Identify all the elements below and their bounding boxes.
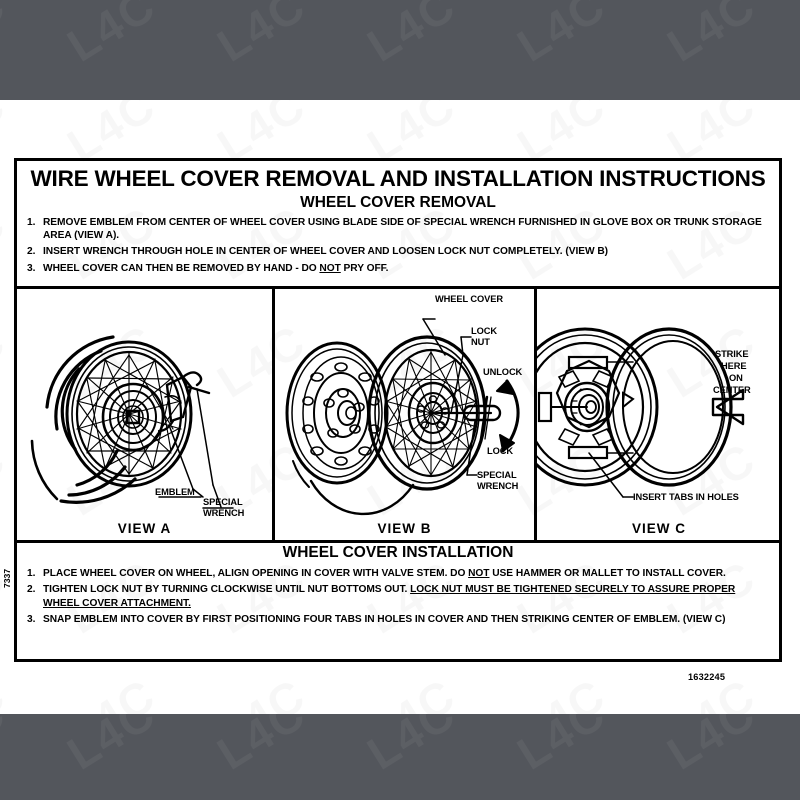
document-page: WIRE WHEEL COVER REMOVAL AND INSTALLATIO… [0, 100, 800, 714]
watermark-text: L4C [0, 100, 15, 173]
watermark-text: L4C [0, 431, 15, 526]
removal-step-number: 3. [27, 262, 36, 274]
installation-step-emphasis: NOT [468, 568, 490, 579]
view-a-panel: EMBLEM SPECIAL WRENCH VIEW A [17, 289, 275, 540]
installation-step-item: 2.TIGHTEN LOCK NUT BY TURNING CLOCKWISE … [27, 584, 736, 609]
view-c-strike-line2: HERE [721, 361, 747, 371]
side-code: 7337 [2, 568, 12, 588]
installation-step-number: 1. [27, 568, 36, 579]
watermark-text: L4C [208, 667, 315, 714]
watermark-text: L4C [358, 0, 465, 72]
installation-step-emphasis: LOCK NUT MUST BE TIGHTENED SECURELY TO A… [43, 584, 736, 609]
watermark-text: L4C [658, 0, 765, 72]
instruction-sheet: WIRE WHEEL COVER REMOVAL AND INSTALLATIO… [14, 158, 782, 662]
watermark-text: L4C [508, 0, 615, 72]
view-b-wheel-cover-callout: WHEEL COVER [435, 294, 503, 304]
watermark-text: L4C [0, 667, 15, 714]
watermark-text: L4C [0, 313, 15, 408]
installation-block: WHEEL COVER INSTALLATION 1.PLACE WHEEL C… [17, 537, 779, 659]
view-b-panel: WHEEL COVER LOCK NUT UNLOCK LOCK SPECIAL… [275, 289, 537, 540]
view-b-illustration [285, 318, 520, 516]
view-a-illustration [30, 335, 234, 509]
watermark-text: L4C [208, 0, 315, 72]
removal-step-item: 2.INSERT WRENCH THROUGH HOLE IN CENTER O… [27, 246, 608, 258]
view-c-illustration [537, 327, 745, 498]
watermark-text: L4C [0, 0, 15, 72]
view-a-special-wrench-callout-line1: SPECIAL [203, 497, 243, 507]
view-b-lock-nut-callout-line2: NUT [471, 337, 490, 347]
watermark-text: L4C [58, 0, 165, 72]
view-b-label: VIEW B [377, 521, 432, 536]
removal-step-emphasis: NOT [319, 262, 341, 274]
removal-steps-list: 1.REMOVE EMBLEM FROM CENTER OF WHEEL COV… [23, 216, 773, 275]
view-c-strike-line3: ON [729, 373, 743, 383]
view-b-lock-nut-callout-line1: LOCK [471, 326, 497, 336]
watermark-text: L4C [0, 549, 15, 644]
removal-step-item: 3.WHEEL COVER CAN THEN BE REMOVED BY HAN… [27, 262, 389, 274]
removal-step-number: 2. [27, 246, 36, 258]
view-a-special-wrench-callout-line2: WRENCH [203, 508, 245, 518]
installation-step-item: 3.SNAP EMBLEM INTO COVER BY FIRST POSITI… [27, 613, 726, 625]
header-block: WIRE WHEEL COVER REMOVAL AND INSTALLATIO… [17, 161, 779, 280]
page-title: WIRE WHEEL COVER REMOVAL AND INSTALLATIO… [30, 166, 766, 191]
removal-step-item: 1.REMOVE EMBLEM FROM CENTER OF WHEEL COV… [27, 216, 762, 242]
view-a-emblem-callout: EMBLEM [155, 487, 195, 497]
view-b-special-wrench-callout-line1: SPECIAL [477, 470, 517, 480]
installation-step-number: 3. [27, 613, 36, 625]
installation-section-title: WHEEL COVER INSTALLATION [282, 544, 514, 561]
view-c-panel: STRIKE HERE ON CENTER INSERT TABS IN HOL… [537, 289, 781, 540]
view-b-lock-label: LOCK [487, 446, 513, 456]
installation-step-item: 1.PLACE WHEEL COVER ON WHEEL, ALIGN OPEN… [27, 568, 726, 579]
view-c-label: VIEW C [631, 521, 686, 536]
removal-step-number: 1. [27, 216, 36, 228]
view-c-strike-line4: CENTER [713, 385, 751, 395]
watermark-text: L4C [0, 195, 15, 290]
part-number: 1632245 [688, 672, 726, 682]
views-row: EMBLEM SPECIAL WRENCH VIEW A [17, 286, 779, 543]
watermark-text: L4C [508, 667, 615, 714]
view-c-insert-tabs-callout: INSERT TABS IN HOLES [633, 492, 739, 502]
installation-step-number: 2. [27, 584, 36, 596]
view-b-unlock-label: UNLOCK [483, 367, 523, 377]
view-b-special-wrench-callout-line2: WRENCH [477, 481, 519, 491]
watermark-text: L4C [358, 667, 465, 714]
view-a-label: VIEW A [117, 521, 172, 536]
view-c-strike-line1: STRIKE [715, 349, 749, 359]
installation-steps-list: 1.PLACE WHEEL COVER ON WHEEL, ALIGN OPEN… [23, 567, 773, 626]
removal-section-title: WHEEL COVER REMOVAL [300, 193, 496, 211]
watermark-text: L4C [58, 667, 165, 714]
